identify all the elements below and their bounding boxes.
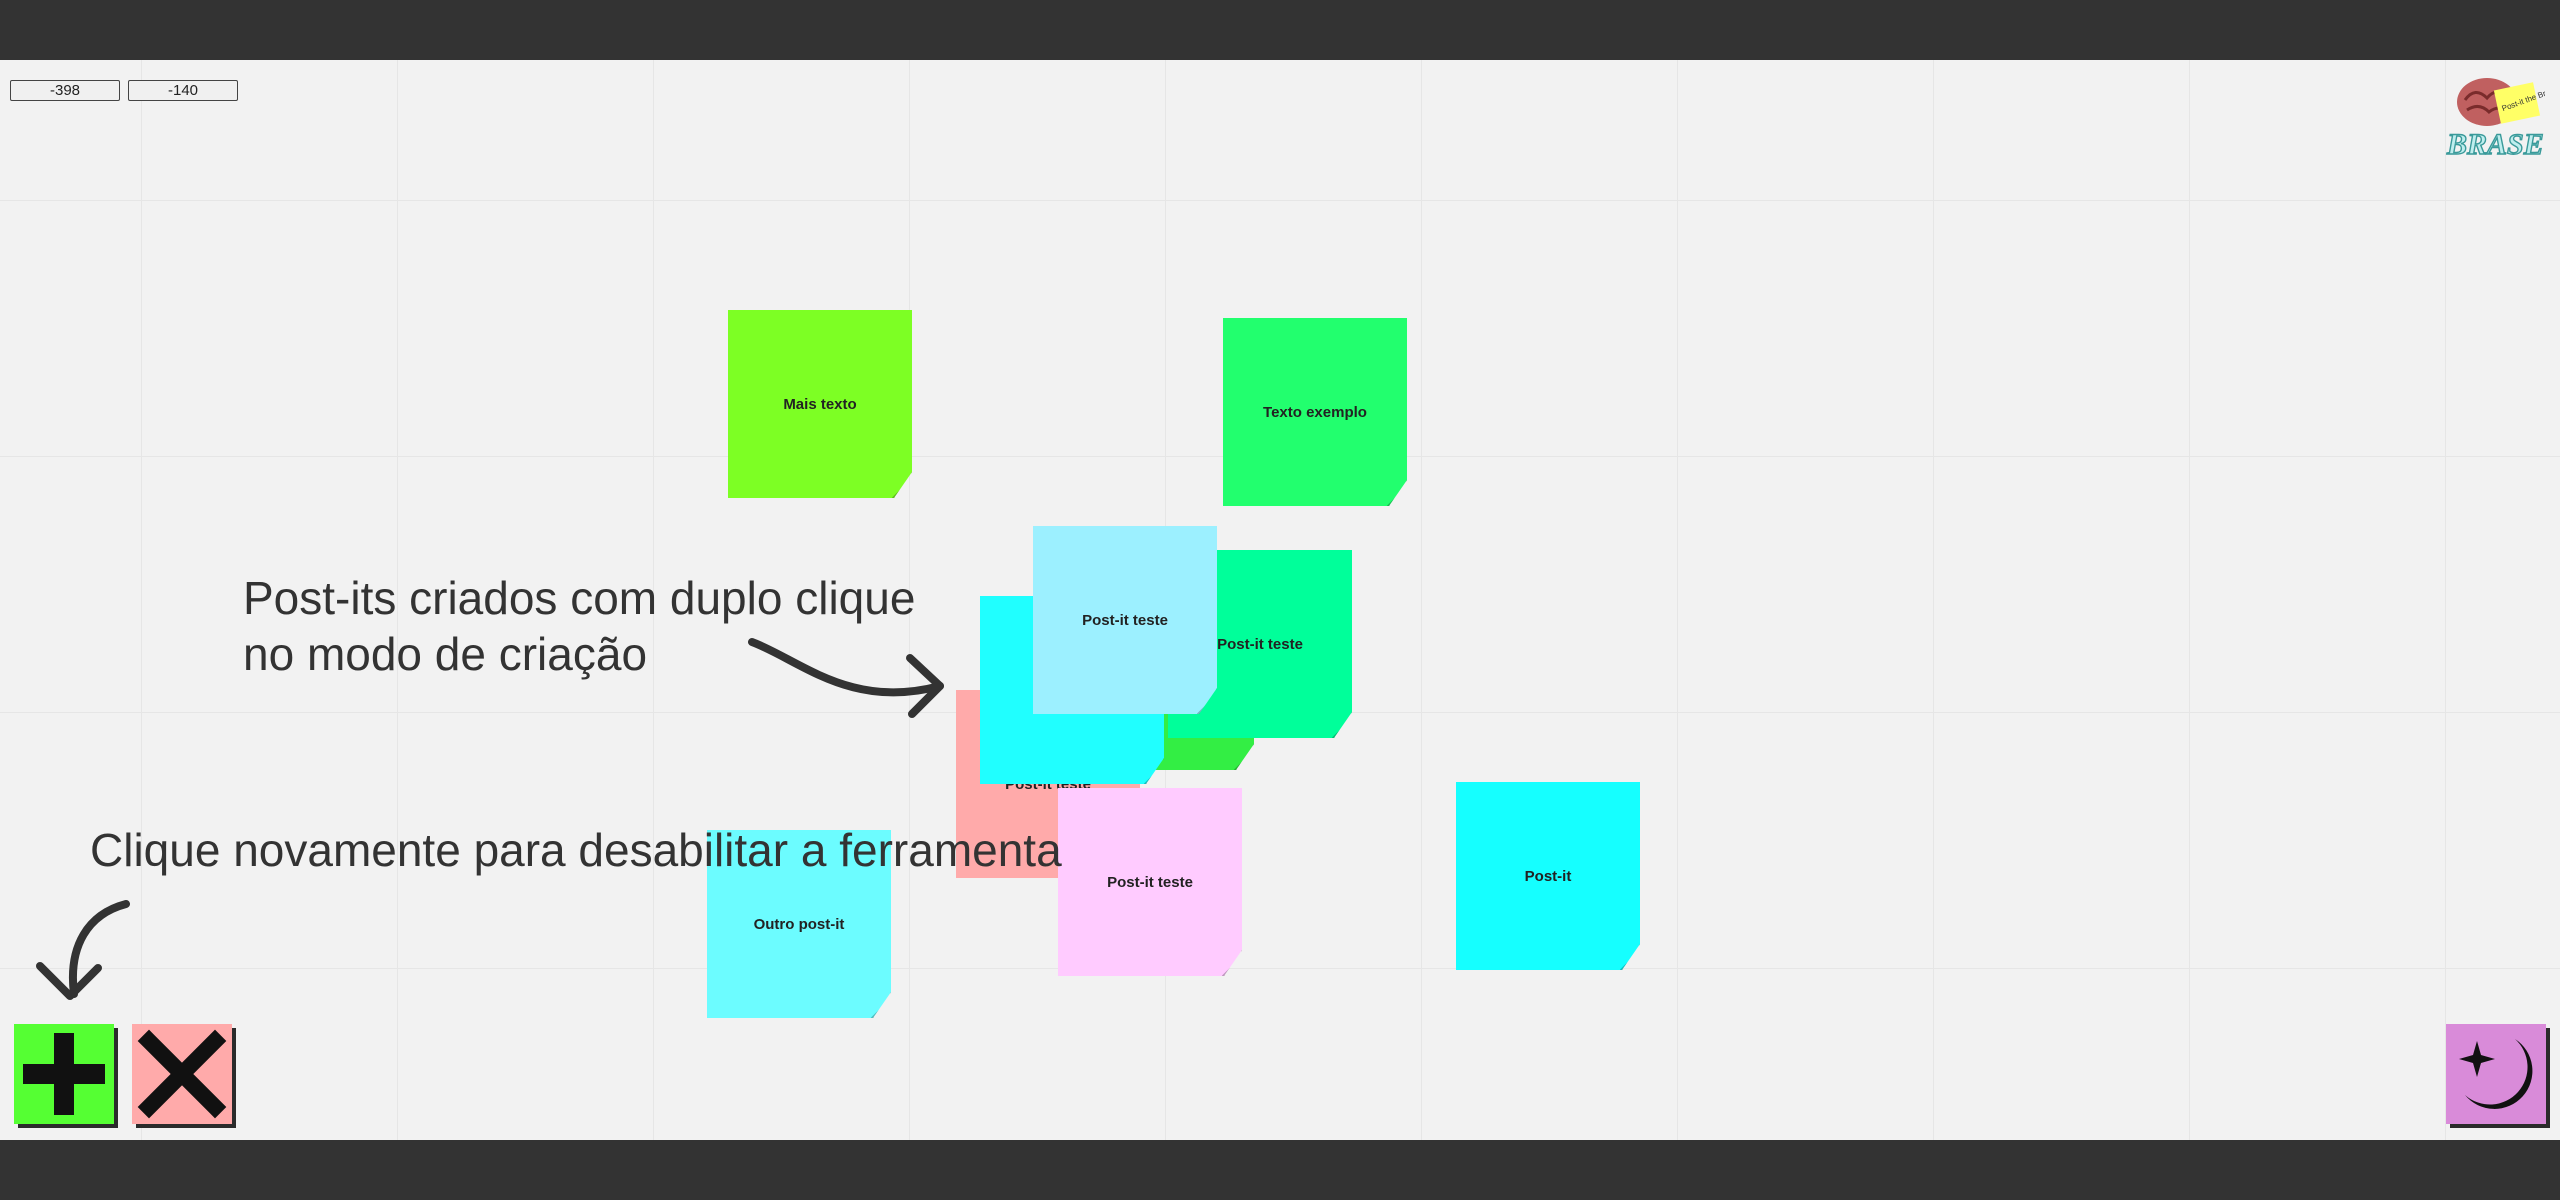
- postit-label: Post-it teste: [1082, 611, 1168, 629]
- create-hint-line1: Post-its criados com duplo clique: [243, 572, 916, 624]
- postit-cyan[interactable]: Post-it: [1456, 782, 1640, 970]
- bottom-bar: [0, 1140, 2560, 1200]
- postit-label: Outro post-it: [753, 915, 845, 933]
- create-hint-line2: no modo de criação: [243, 628, 648, 680]
- close-icon: [137, 1029, 227, 1119]
- coord-y-readout: -140: [128, 80, 238, 101]
- postit-label: Post-it: [1524, 867, 1572, 885]
- postit-fold: [1387, 486, 1407, 506]
- postit-teste-lightblue[interactable]: Post-it teste: [1033, 526, 1217, 714]
- postit-outro[interactable]: Outro post-it: [707, 830, 891, 1018]
- delete-postit-button[interactable]: [132, 1024, 232, 1124]
- plus-icon: [23, 1033, 105, 1115]
- logo-text: BRASE: [2446, 128, 2544, 161]
- postit-label: Texto exemplo: [1263, 403, 1367, 421]
- postit-label: Post-it teste: [1107, 873, 1193, 891]
- postit-texto-exemplo[interactable]: Texto exemplo: [1223, 318, 1407, 506]
- coord-x-readout: -398: [10, 80, 120, 101]
- postit-teste-pink[interactable]: Post-it teste: [1058, 788, 1242, 976]
- postit-label: Mais texto: [783, 395, 857, 413]
- create-hint-text: Post-its criados com duplo clique no mod…: [243, 570, 915, 682]
- postit-fold: [871, 998, 891, 1018]
- postit-fold: [1234, 750, 1254, 770]
- disable-hint-text: Clique novamente para desabilitar a ferr…: [90, 824, 1062, 876]
- postit-label: Post-it teste: [1217, 635, 1303, 653]
- top-bar: [0, 0, 2560, 60]
- hint-arrow-down-icon: [36, 900, 130, 1000]
- moon-icon: [2459, 1039, 2533, 1109]
- postit-fold: [1222, 956, 1242, 976]
- add-postit-button[interactable]: [14, 1024, 114, 1124]
- postit-mais-texto[interactable]: Mais texto: [728, 310, 912, 498]
- brase-logo: Post-it the Brainstorming BRASE: [2445, 72, 2560, 162]
- brain-logo-icon: Post-it the Brainstorming BRASE: [2445, 75, 2560, 162]
- postit-fold: [1620, 950, 1640, 970]
- postit-fold: [892, 478, 912, 498]
- postit-fold: [1332, 718, 1352, 738]
- whiteboard-canvas[interactable]: -398 -140 Mais texto Texto exemplo Post-…: [0, 60, 2560, 1140]
- dark-mode-toggle-button[interactable]: [2446, 1024, 2546, 1124]
- hint-arrow-right-icon: [748, 638, 944, 718]
